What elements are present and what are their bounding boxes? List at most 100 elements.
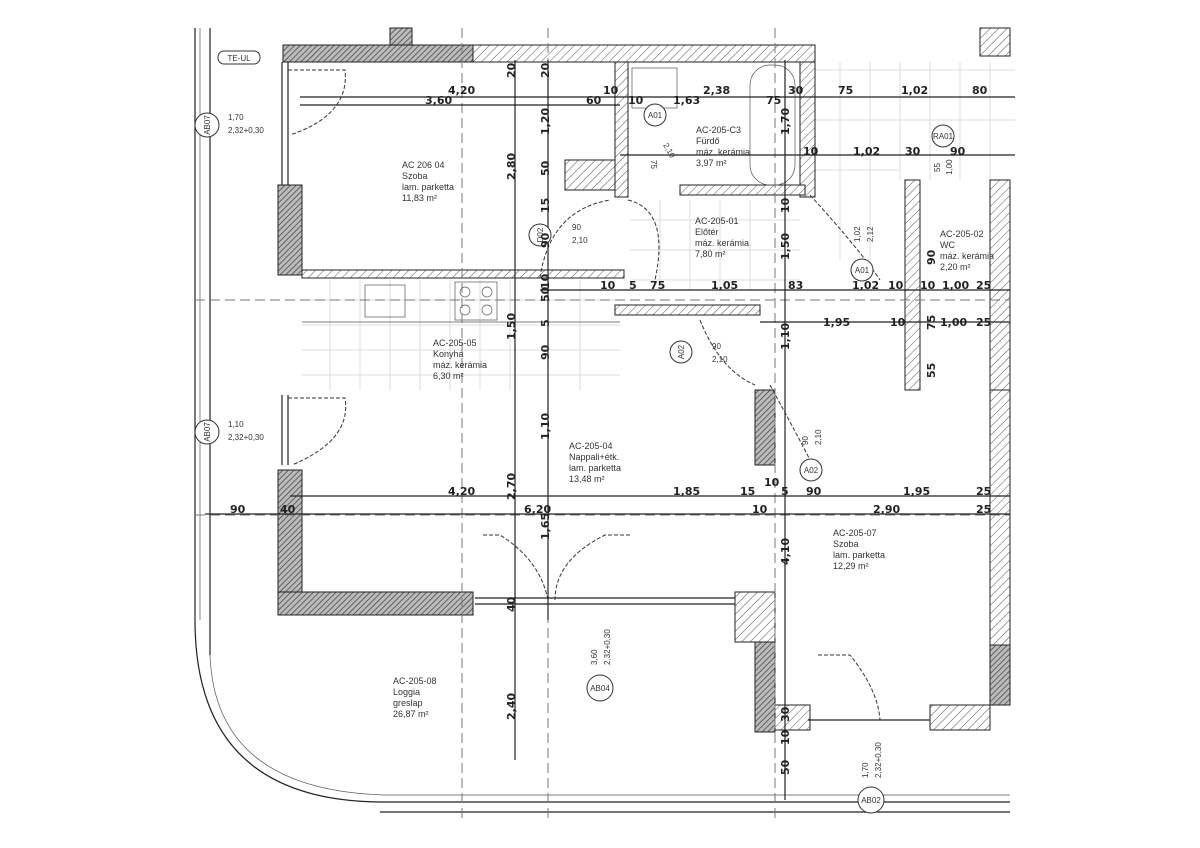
- svg-text:lam. parketta: lam. parketta: [833, 550, 885, 560]
- svg-text:D02: D02: [536, 227, 545, 242]
- svg-text:1,05: 1,05: [711, 279, 738, 292]
- tag-circle: A02: [669, 340, 693, 364]
- room-label: AC-205-C3 Fürdő máz. kerámia 3,97 m²: [696, 125, 750, 168]
- svg-text:10: 10: [603, 84, 619, 97]
- svg-text:40: 40: [505, 596, 518, 612]
- dimension-labels-vertical: 1,20 1,70 2,80 50 15 90 50 5 10 1,50 10 …: [505, 108, 954, 775]
- svg-text:2,10: 2,10: [712, 355, 728, 364]
- svg-text:20: 20: [505, 62, 518, 78]
- svg-text:2,38: 2,38: [703, 84, 730, 97]
- svg-text:20: 20: [539, 62, 552, 78]
- svg-text:lam. parketta: lam. parketta: [402, 182, 454, 192]
- svg-text:26,87 m²: 26,87 m²: [393, 709, 429, 719]
- svg-text:4,20: 4,20: [448, 485, 475, 498]
- svg-text:2,32+0,30: 2,32+0,30: [603, 629, 612, 665]
- svg-text:1,70: 1,70: [861, 762, 870, 778]
- dimension-lines: [195, 28, 1015, 820]
- svg-text:AC 206 04: AC 206 04: [402, 160, 445, 170]
- svg-text:80: 80: [972, 84, 988, 97]
- svg-text:10: 10: [539, 273, 552, 289]
- svg-text:AB04: AB04: [590, 684, 610, 693]
- tag-circle: AB07: [194, 419, 220, 445]
- svg-text:AC-205-07: AC-205-07: [833, 528, 877, 538]
- svg-text:A01: A01: [855, 266, 870, 275]
- svg-text:90: 90: [712, 342, 721, 351]
- svg-text:AC-205-02: AC-205-02: [940, 229, 984, 239]
- svg-text:10: 10: [890, 316, 906, 329]
- svg-text:90: 90: [950, 145, 966, 158]
- svg-text:2,32+0,30: 2,32+0,30: [228, 433, 264, 442]
- svg-text:Konyha: Konyha: [433, 349, 464, 359]
- svg-text:1,95: 1,95: [823, 316, 850, 329]
- svg-text:40: 40: [280, 503, 296, 516]
- svg-text:1,10: 1,10: [228, 420, 244, 429]
- svg-text:2,10: 2,10: [661, 142, 677, 160]
- svg-text:AB07: AB07: [203, 115, 212, 135]
- svg-text:Szoba: Szoba: [833, 539, 859, 549]
- svg-text:10: 10: [920, 279, 936, 292]
- svg-text:A02: A02: [677, 344, 686, 359]
- svg-text:6,30 m²: 6,30 m²: [433, 371, 464, 381]
- svg-text:13,48 m²: 13,48 m²: [569, 474, 605, 484]
- room-label: AC-205-08 Loggia greslap 26,87 m²: [393, 676, 437, 719]
- svg-text:4,10: 4,10: [779, 538, 792, 565]
- svg-text:30: 30: [905, 145, 921, 158]
- svg-text:7,80 m²: 7,80 m²: [695, 249, 726, 259]
- svg-text:83: 83: [788, 279, 803, 292]
- svg-text:15: 15: [539, 198, 552, 213]
- room-labels: AC 206 04 Szoba lam. parketta 11,83 m² A…: [393, 125, 994, 719]
- svg-text:1,85: 1,85: [673, 485, 700, 498]
- svg-text:3,60: 3,60: [590, 649, 599, 665]
- svg-text:1,00: 1,00: [945, 159, 954, 175]
- svg-text:90: 90: [539, 344, 552, 360]
- svg-text:1,50: 1,50: [779, 233, 792, 260]
- tag-circle: AB02: [857, 786, 885, 814]
- svg-text:10: 10: [779, 729, 792, 745]
- svg-text:10: 10: [600, 279, 616, 292]
- svg-text:50: 50: [539, 160, 552, 176]
- tag-circle: A01: [643, 103, 667, 127]
- svg-text:5: 5: [539, 319, 552, 327]
- svg-text:90: 90: [925, 249, 938, 265]
- svg-text:RA01: RA01: [933, 132, 954, 141]
- svg-text:AC-205-05: AC-205-05: [433, 338, 477, 348]
- room-label: AC-205-04 Nappali+étk. lam. parketta 13,…: [569, 441, 621, 484]
- svg-text:10: 10: [764, 476, 780, 489]
- svg-text:Fürdő: Fürdő: [696, 136, 720, 146]
- svg-text:75: 75: [838, 84, 853, 97]
- svg-text:15: 15: [740, 485, 755, 498]
- svg-text:5: 5: [781, 485, 789, 498]
- svg-text:1,20: 1,20: [539, 108, 552, 135]
- svg-text:90: 90: [572, 223, 581, 232]
- svg-text:Előtér: Előtér: [695, 227, 719, 237]
- room-label: AC-205-07 Szoba lam. parketta 12,29 m²: [833, 528, 885, 571]
- svg-text:10: 10: [628, 94, 644, 107]
- bathtub: [749, 64, 796, 186]
- svg-text:90: 90: [801, 436, 810, 445]
- svg-text:máz. kerámia: máz. kerámia: [433, 360, 487, 370]
- svg-text:A02: A02: [804, 466, 819, 475]
- svg-text:90: 90: [230, 503, 246, 516]
- svg-text:AC-205-08: AC-205-08: [393, 676, 437, 686]
- svg-text:75: 75: [766, 94, 781, 107]
- svg-text:2,20 m²: 2,20 m²: [940, 262, 971, 272]
- svg-text:1,50: 1,50: [505, 313, 518, 340]
- opening-tags: AB07 AB07 A01 A01 D02 A02 A02 AB04 AB02 …: [194, 103, 955, 814]
- svg-text:AB07: AB07: [203, 422, 212, 442]
- sink: [364, 284, 406, 318]
- svg-text:75: 75: [650, 279, 665, 292]
- svg-text:30: 30: [779, 706, 792, 722]
- svg-text:máz. kerámia: máz. kerámia: [695, 238, 749, 248]
- svg-text:1,10: 1,10: [779, 323, 792, 350]
- svg-text:3,97 m²: 3,97 m²: [696, 158, 727, 168]
- svg-text:1,02: 1,02: [852, 279, 879, 292]
- room-label: AC-205-05 Konyha máz. kerámia 6,30 m²: [433, 338, 487, 381]
- svg-text:1,02: 1,02: [853, 226, 862, 242]
- tag-circle: AB04: [586, 674, 614, 702]
- svg-text:Nappali+étk.: Nappali+étk.: [569, 452, 619, 462]
- svg-text:50: 50: [779, 759, 792, 775]
- openings: [281, 62, 930, 721]
- svg-text:30: 30: [788, 84, 804, 97]
- sheet-tag: TE-UL: [217, 50, 261, 65]
